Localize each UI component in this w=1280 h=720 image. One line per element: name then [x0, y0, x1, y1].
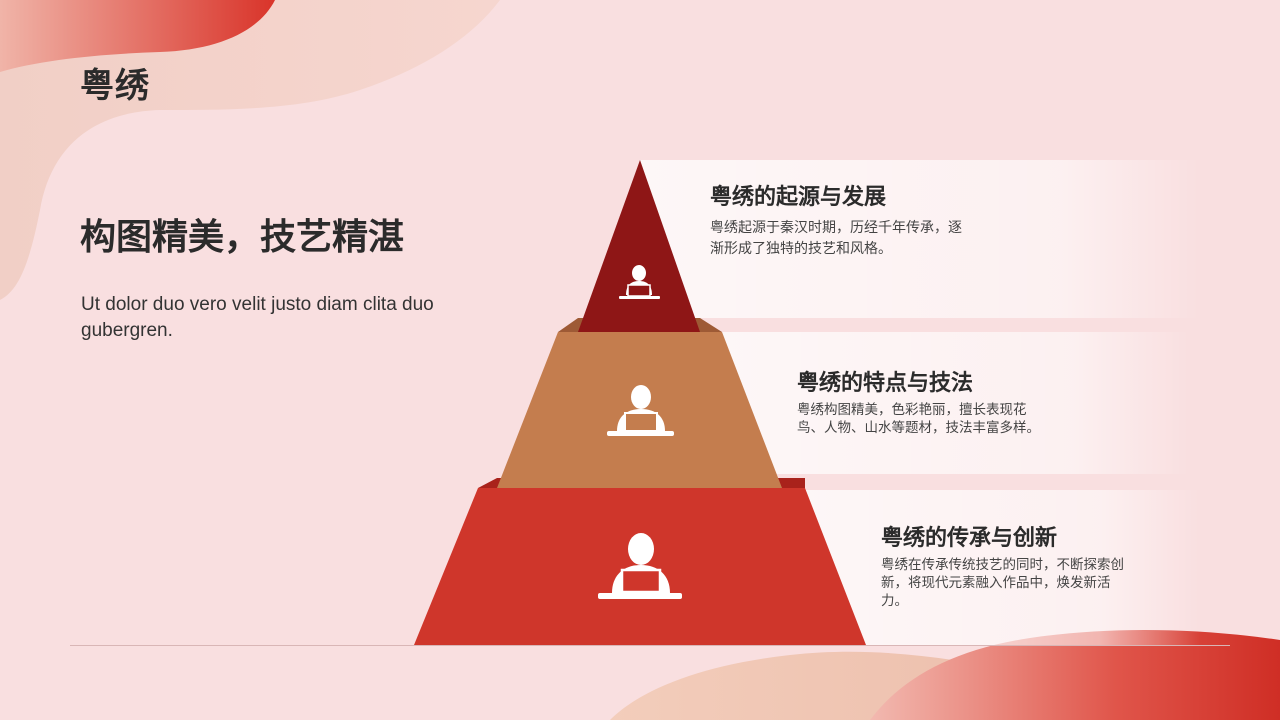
person-laptop-icon — [598, 533, 682, 599]
level-2-title: 粤绣的特点与技法 — [797, 371, 974, 396]
section-heading: 构图精美，技艺精湛 — [80, 217, 405, 258]
level-2-body: 粤绣构图精美，色彩艳丽，擅长表现花鸟、人物、山水等题材，技法丰富多样。 — [797, 402, 1040, 436]
level-3-title: 粤绣的传承与创新 — [881, 526, 1058, 551]
section-description: Ut dolor duo vero velit justo diam clita… — [81, 294, 434, 341]
slide-title: 粤绣 — [80, 66, 150, 106]
person-laptop-icon — [619, 265, 660, 299]
level-1-panel — [640, 160, 1200, 318]
level-1-title: 粤绣的起源与发展 — [710, 185, 887, 210]
pyramid-level-1 — [578, 160, 700, 332]
level-1-body: 粤绣起源于秦汉时期，历经千年传承，逐渐形成了独特的技艺和风格。 — [710, 220, 962, 257]
top-left-wave — [0, 0, 500, 300]
bottom-red-wave — [870, 629, 1280, 720]
level-3-body: 粤绣在传承传统技艺的同时，不断探索创新，将现代元素融入作品中，焕发新活力。 — [881, 557, 1124, 609]
person-laptop-icon — [607, 385, 674, 436]
baseline-divider — [70, 645, 1230, 646]
top-left-red-blob — [0, 0, 275, 72]
level-3-panel — [800, 490, 1200, 646]
level-2-panel — [720, 332, 1190, 474]
